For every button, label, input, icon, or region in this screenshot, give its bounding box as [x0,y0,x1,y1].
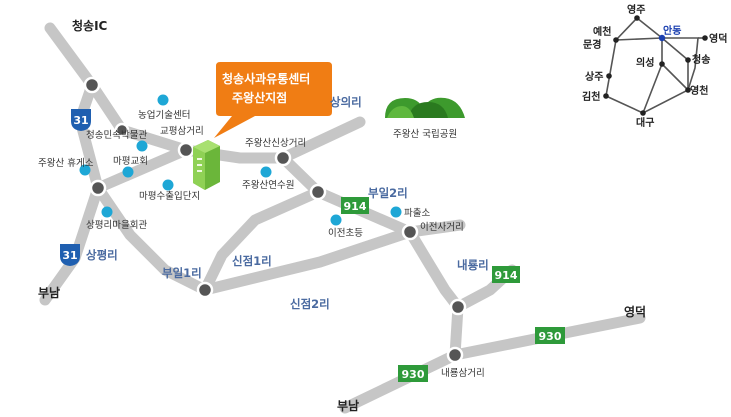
destination-callout: 청송사과유통센터 주왕산지점 [214,62,332,138]
inset-sangju: 상주 [585,70,603,83]
poi-sangpyeong-hall [101,206,113,218]
label-sinjeom2: 신점2리 [290,297,330,311]
node-rest-area [89,179,107,197]
poi-markers [79,94,402,226]
label-bunam-south: 부남 [337,398,359,413]
node-naeryong-north [449,298,467,316]
svg-text:930: 930 [402,368,425,381]
national-park-icon [385,97,465,118]
svg-text:31: 31 [62,249,77,262]
inset-daegu: 대구 [636,116,654,129]
poi-ijeon-school [330,214,342,226]
label-export-complex: 마평수출입단지 [139,190,200,202]
poi-folk-museum [136,140,148,152]
node-gyopyeong [177,141,195,159]
route-930-left: 930 [398,365,428,382]
label-folk-museum: 청송민속박물관 [86,130,147,141]
national-park-label: 주왕산 국립공원 [393,128,457,140]
label-sinjeom1: 신점1리 [232,254,272,268]
label-sangpyeong: 상평리 [86,248,118,262]
poi-police-box [390,206,402,218]
poi-mapyeong-church [122,166,134,178]
inset-yeongcheon: 영천 [690,84,708,97]
label-buil1: 부일1리 [162,266,202,280]
label-rest-area: 주왕산 휴게소 [38,158,94,169]
poi-export-complex [162,179,174,191]
road-ijeon-east [404,219,466,238]
node-ijeon [401,223,419,241]
inset-yecheon: 예천 [593,25,611,38]
label-ijeon-school: 이전초등 [328,228,363,239]
route-914-right: 914 [492,266,520,283]
label-agri-tech: 농업기술센터 [138,109,190,121]
building-icon [193,140,220,190]
node-west-upper [114,122,130,138]
label-naeryong: 내룡리 [457,258,489,272]
label-sangui: 상의리 [330,95,362,109]
node-naeryong-jct [446,346,464,364]
node-buil1 [196,281,214,299]
label-police-box: 파출소 [404,208,430,219]
inset-gimcheon: 김천 [582,90,600,103]
label-bunam-west: 부남 [38,285,60,300]
label-yeongdeok: 영덕 [624,304,646,319]
label-gyopyeong: 교평삼거리 [160,126,204,137]
inset-andong: 안동 [663,24,681,37]
road-rest-link [92,144,192,194]
label-juwangsan-sinsang: 주왕산신상거리 [245,138,306,149]
route-31-top: 31 [71,109,91,131]
svg-text:930: 930 [539,330,562,343]
inset-mungyeong: 문경 [583,38,601,51]
svg-text:914: 914 [344,200,367,213]
road-sinjeom [199,226,416,296]
inset-region-map: 영주 예천 안동 영덕 문경 의성 청송 상주 김천 영천 대구 [582,3,727,129]
route-31-bottom: 31 [60,244,80,266]
inset-yeongju: 영주 [627,3,645,16]
poi-agri-tech [157,94,169,106]
route-914-mid: 914 [341,197,369,214]
road-buil1 [92,182,211,296]
inset-cheongsong: 청송 [692,53,710,66]
svg-text:31: 31 [73,114,88,127]
intersection-nodes [83,76,467,364]
svg-text:914: 914 [495,269,518,282]
node-sinsang [274,149,292,167]
node-buil2 [309,183,327,201]
node-ic-junction [83,76,101,94]
label-ijeon: 이전사거리 [420,222,464,233]
route-930-right: 930 [535,327,565,344]
road-930 [339,312,646,414]
label-sangpyeong-hall: 상평리마을회관 [86,220,147,231]
poi-rest-area [79,164,91,176]
inset-uiseong: 의성 [636,56,654,69]
label-arboretum: 주왕산연수원 [242,180,294,191]
road-sinjeom-loop [199,186,324,296]
label-naeryong-jct: 내룡삼거리 [441,368,485,379]
poi-arboretum [260,166,272,178]
road-network [39,22,646,414]
road-naeryong [404,226,464,313]
callout-line2: 주왕산지점 [232,90,287,105]
label-mapyeong-church: 마평교회 [113,156,148,167]
label-buil2: 부일2리 [368,186,408,200]
road-ic-north [44,22,192,156]
inset-yeongdeok: 영덕 [709,32,727,45]
callout-line1: 청송사과유통센터 [222,71,310,86]
label-cheongsong-ic: 청송IC [72,18,108,33]
